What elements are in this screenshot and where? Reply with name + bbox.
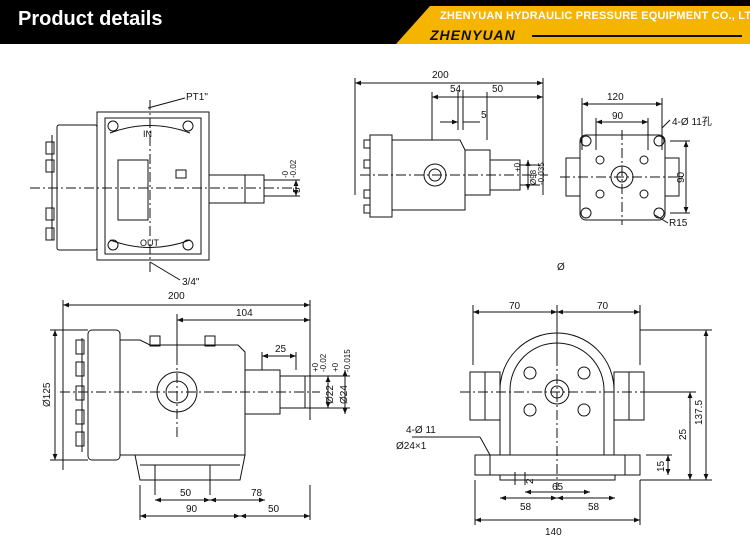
dim-25-height: 25 [678,428,689,440]
shaft-tol-hi: -0 [281,170,290,178]
brand-underline [532,35,742,37]
dim-50-top: 50 [492,84,504,95]
tol22-lo: -0.02 [319,353,328,372]
holes-label-top: 4-Ø 11孔 [672,116,712,128]
port-in-label: IN [143,129,152,139]
tol24-lo: -0.015 [343,349,352,372]
tol24-hi: +0 [331,362,340,372]
dim-25-shaft: 25 [275,344,287,355]
dim-90-h: 90 [676,171,687,183]
dim-15: 15 [656,460,667,472]
brand-logo-text: ZHENYUAN [430,27,516,43]
company-banner [396,6,750,44]
technical-drawing: PT1" IN OUT 3/4" -0 -0.02 5 200 54 50 5 … [30,70,712,538]
page-title: Product details [18,8,163,30]
view-bottom-left [50,300,350,520]
dim-58-b: 58 [588,502,600,513]
bore-phi: Ø98 [529,169,538,185]
port-top-label: PT1" [186,92,208,103]
dim-200-bottom: 200 [168,291,185,302]
page-header: Product details ZHENYUAN HYDRAULIC PRESS… [0,0,750,44]
dim-70-a: 70 [509,301,521,312]
dim-phi125: Ø125 [42,382,53,407]
dim-5-top: 5 [481,110,487,121]
view-bottom-right [412,305,712,525]
dim-104: 104 [236,308,253,319]
bore-tol-hi: +0 [513,162,522,172]
company-name: ZHENYUAN HYDRAULIC PRESSURE EQUIPMENT CO… [440,10,750,22]
dim-90-w: 90 [612,111,624,122]
bore-tol-lo: -0.035 [537,162,546,185]
port-bottom-label: 3/4" [182,277,200,288]
dim-137-5: 137.5 [694,400,705,425]
dim-78: 78 [251,488,263,499]
dim-70-b: 70 [597,301,609,312]
shaft-dim: 5 [292,187,303,193]
dim-50-a: 50 [180,488,192,499]
dim-2: 2 [525,478,536,484]
dim-90-bottom: 90 [186,504,198,515]
dim-120: 120 [607,92,624,103]
view-top-middle [354,78,548,218]
dim-phi24: Ø24 [339,385,350,404]
radius-label: R15 [669,218,688,229]
shaft-tol-lo: -0.02 [289,159,298,178]
dim-140: 140 [545,527,562,538]
dim-65: 65 [552,482,564,493]
dim-200-top: 200 [432,70,449,81]
dim-50-b: 50 [268,504,280,515]
port-out-label: OUT [140,238,160,248]
holes-label-bottom: 4-Ø 11 [406,425,436,436]
stray-phi-symbol: Ø [557,262,565,273]
tol22-hi: +0 [311,362,320,372]
dim-54: 54 [450,84,462,95]
view-top-left [30,97,300,281]
counterbore-label: Ø24×1 [396,441,427,452]
dim-58-a: 58 [520,502,532,513]
view-top-right [560,98,690,225]
dim-phi22: Ø22 [325,385,336,404]
